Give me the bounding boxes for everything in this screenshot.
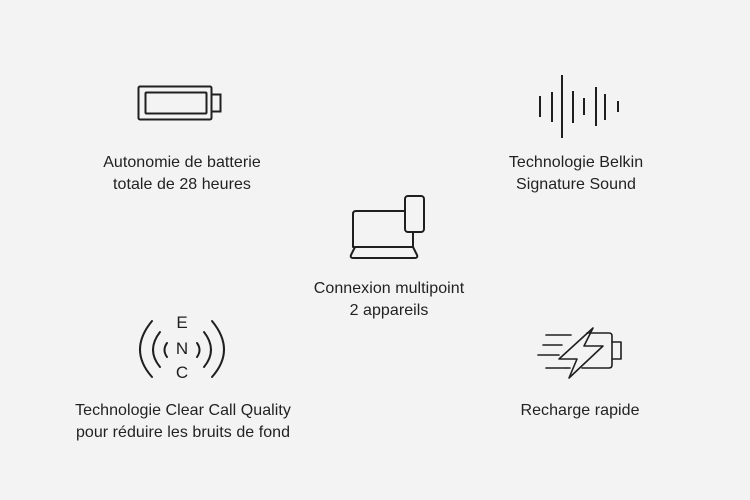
feature-label: Technologie Clear Call Quality pour rédu… xyxy=(33,400,333,444)
feature-label: Technologie Belkin Signature Sound xyxy=(426,152,726,196)
feature-label: Autonomie de batterie totale de 28 heure… xyxy=(32,152,332,196)
feature-label: Recharge rapide xyxy=(430,400,730,422)
enc-letter-c: C xyxy=(175,363,189,382)
feature-label-line-1: Autonomie de batterie xyxy=(103,154,261,171)
enc-letter-n: N xyxy=(175,339,189,358)
feature-label-line-1: Connexion multipoint xyxy=(313,280,465,297)
feature-label-line-2: pour réduire les bruits de fond xyxy=(75,424,291,441)
enc-letter-e: E xyxy=(176,313,188,332)
feature-label-line-1: Recharge rapide xyxy=(520,402,640,419)
feature-label-line-2: Signature Sound xyxy=(516,176,636,193)
feature-label-line-1: Technologie Clear Call Quality xyxy=(75,402,291,419)
feature-label-line-1: Technologie Belkin xyxy=(508,154,644,171)
feature-label: Connexion multipoint 2 appareils xyxy=(239,278,539,322)
feature-label-line-2: totale de 28 heures xyxy=(113,176,251,193)
feature-label-line-2: 2 appareils xyxy=(349,302,429,319)
